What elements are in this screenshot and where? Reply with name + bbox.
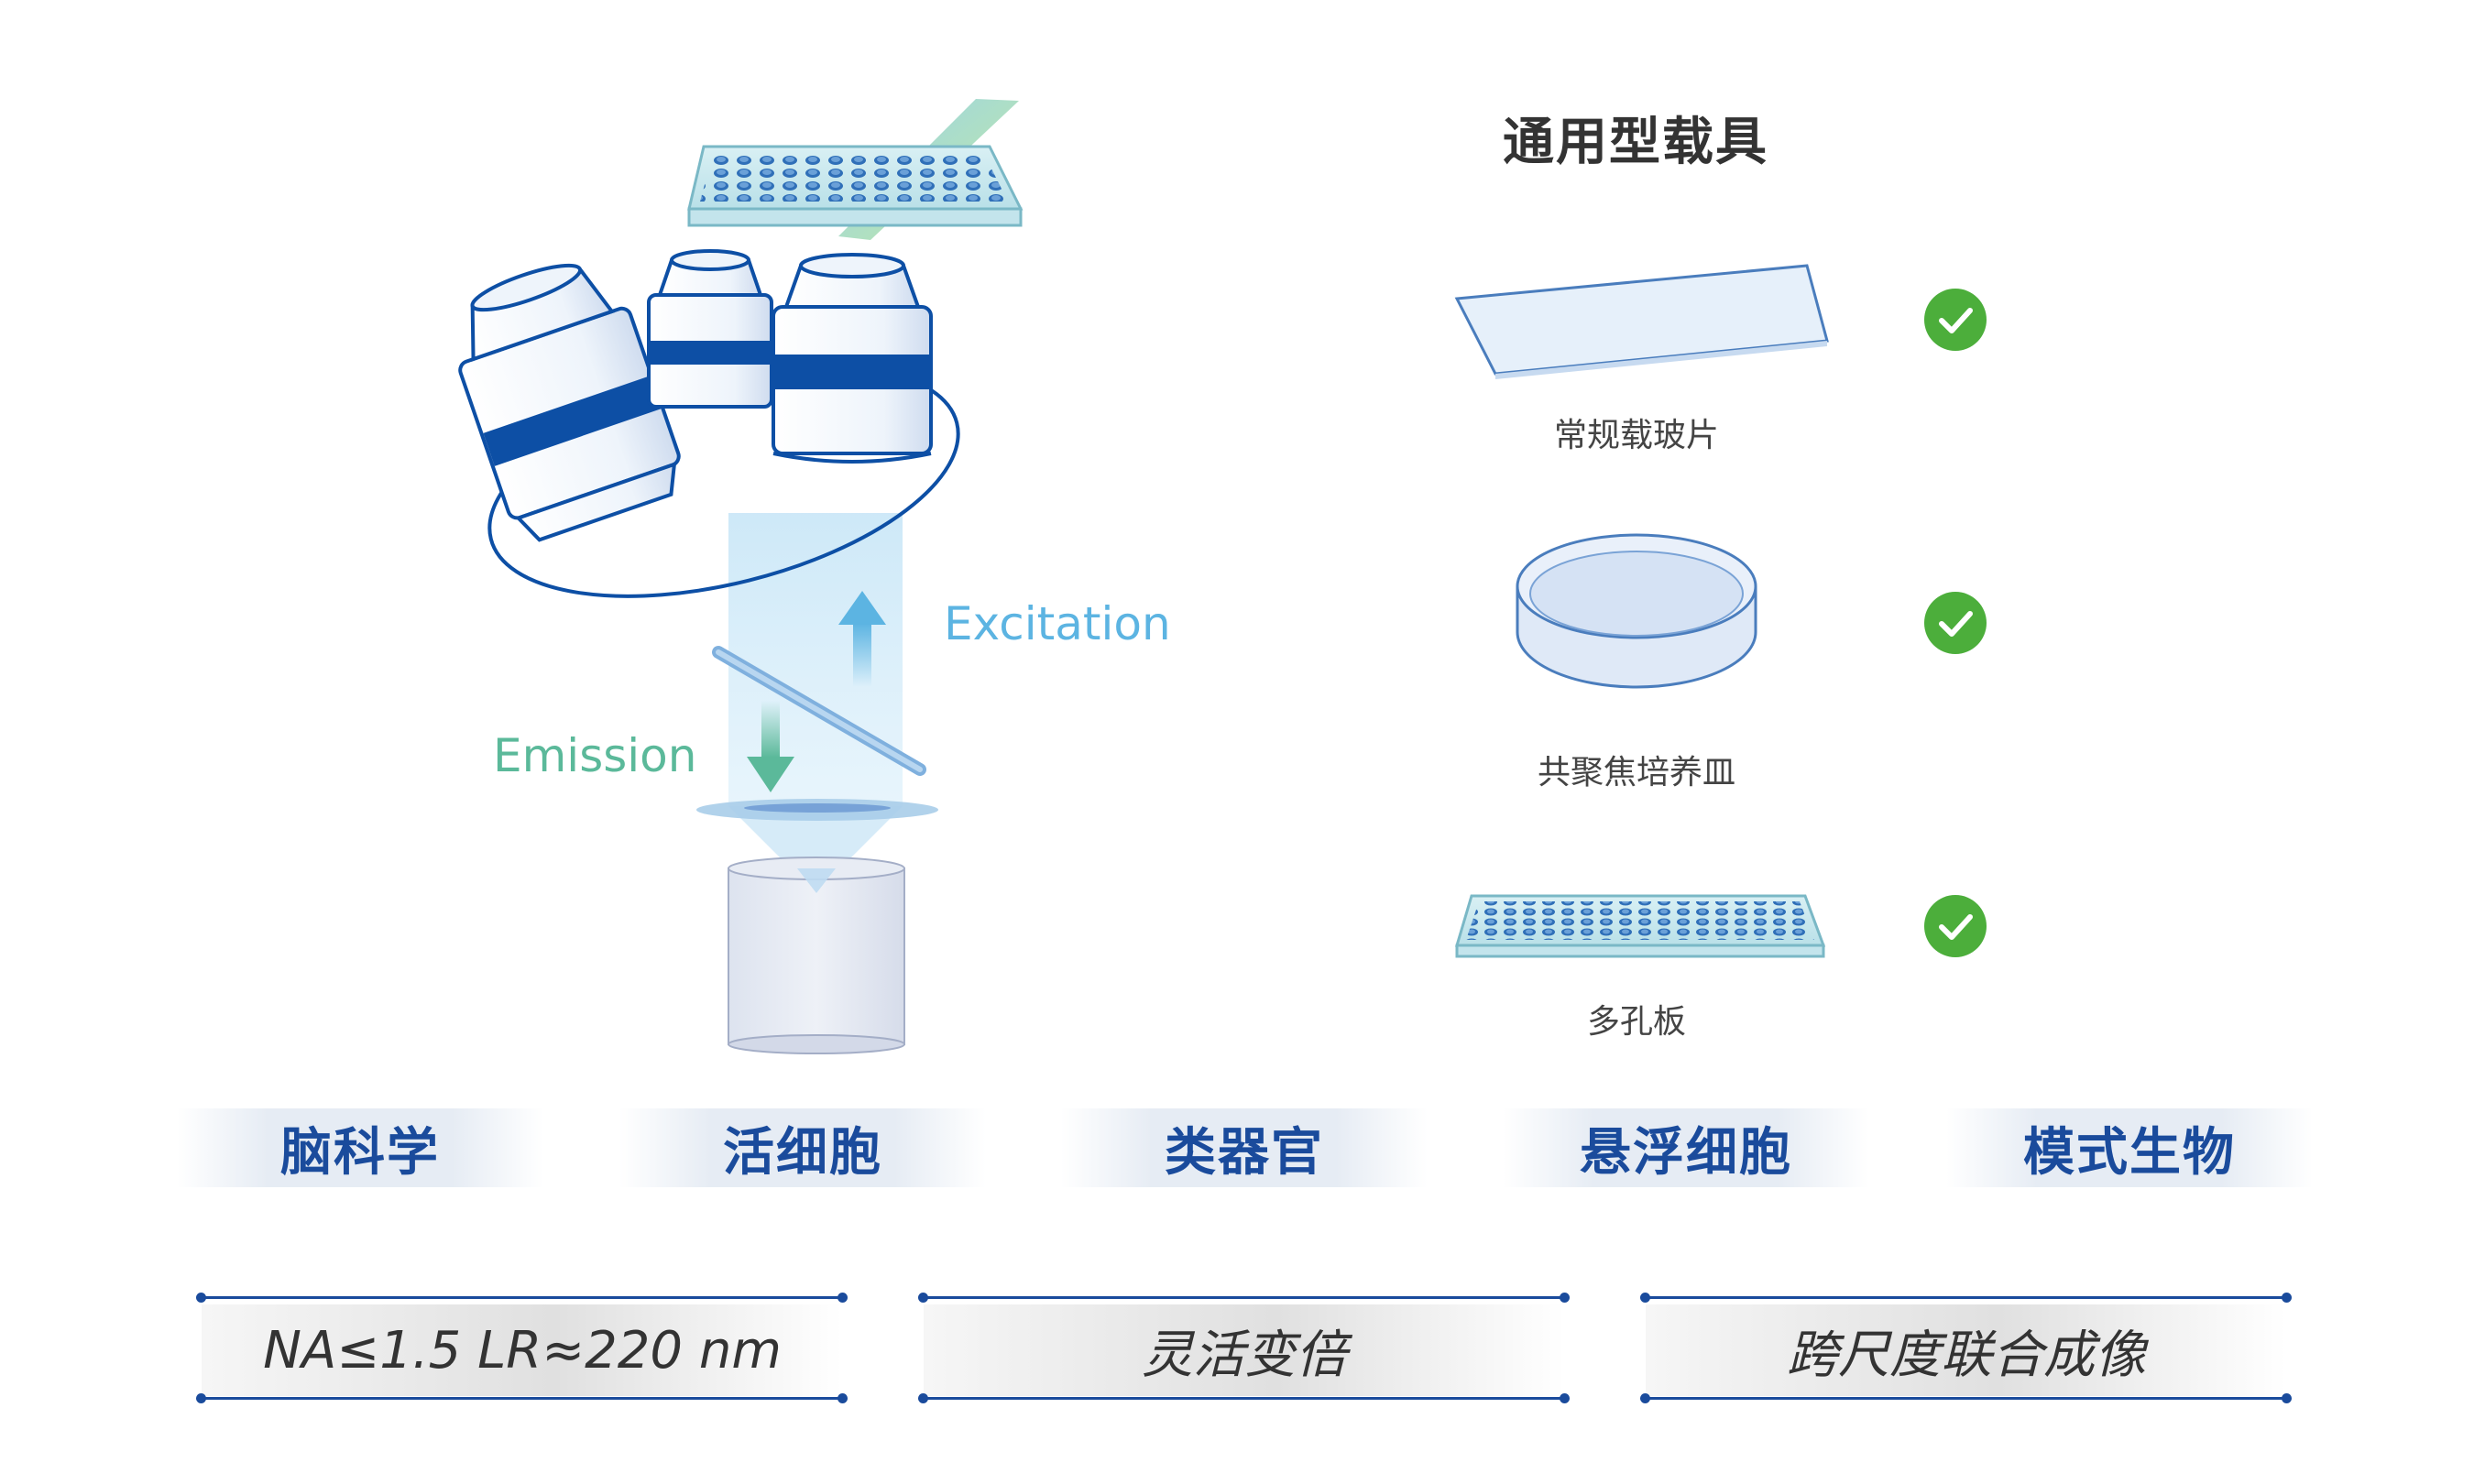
objective-lens-right [772, 253, 933, 464]
glass-slide-icon [1454, 264, 1829, 379]
check-icon [1924, 895, 1987, 957]
carrier-label-slide: 常规载玻片 [1553, 417, 1719, 454]
category-suspension-cells: 悬浮细胞 [1503, 1108, 1869, 1187]
feature-flexible-zoom: 灵活变倍 [924, 1304, 1565, 1396]
multiwell-plate-icon [1454, 894, 1826, 958]
category-organoids: 类器官 [1061, 1108, 1428, 1187]
excitation-arrow-icon [838, 591, 886, 687]
excitation-label: Excitation [944, 597, 1171, 650]
emission-arrow-icon [747, 701, 794, 792]
sample-well-plate [687, 145, 1024, 227]
emission-label: Emission [493, 729, 697, 782]
check-icon [1924, 289, 1987, 351]
category-model-organisms: 模式生物 [1946, 1108, 2313, 1187]
check-icon [1924, 592, 1987, 654]
objective-lens-middle [647, 249, 773, 409]
category-live-cells: 活细胞 [619, 1108, 986, 1187]
sample-cylinder [728, 857, 905, 1054]
confocal-dish-icon [1516, 533, 1757, 689]
objective-lens-left [458, 263, 681, 542]
carriers-title: 通用型载具 [1503, 113, 1768, 172]
beam-cone [728, 806, 903, 893]
feature-multiscale-imaging: 跨尺度联合成像 [1646, 1304, 2287, 1396]
feature-resolution: NA≤1.5 LR≈220 nm [202, 1304, 843, 1396]
carrier-label-plate: 多孔板 [1586, 1003, 1686, 1041]
category-brain-science: 脑科学 [177, 1108, 543, 1187]
carrier-label-dish: 共聚焦培养皿 [1537, 754, 1735, 791]
